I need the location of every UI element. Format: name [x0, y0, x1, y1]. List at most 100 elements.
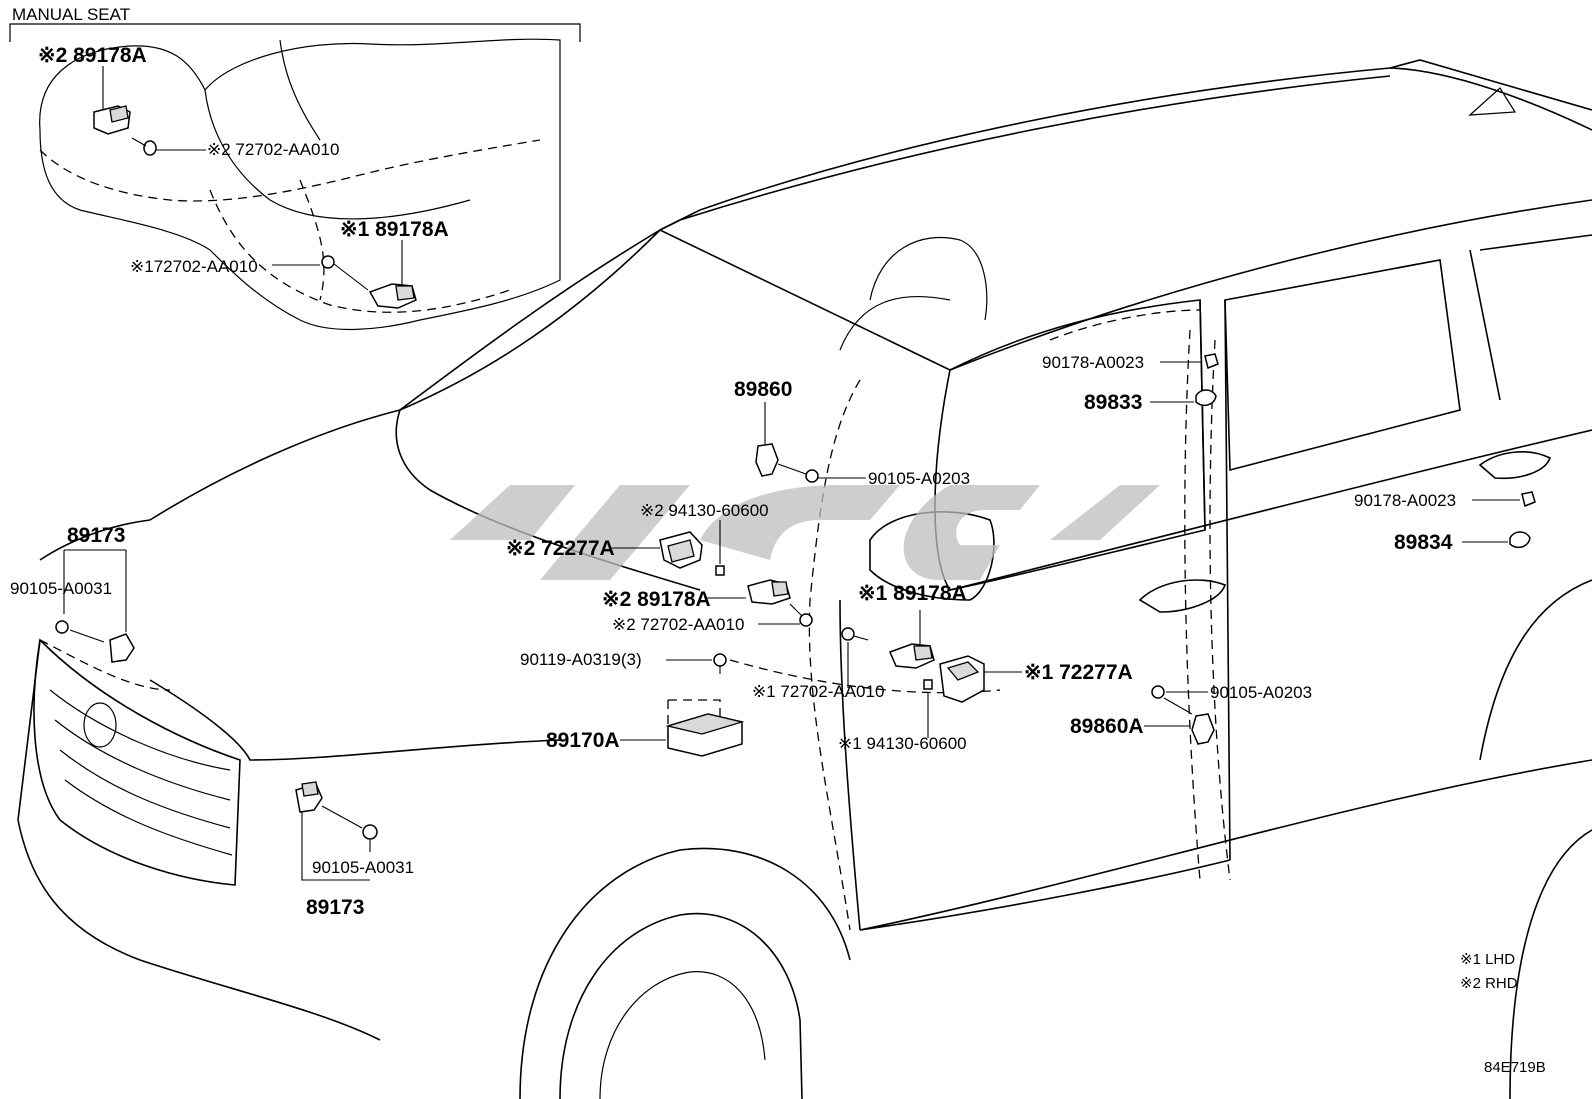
- front-left-leader: [63, 549, 127, 643]
- lhd-bracket-face-icon: [946, 661, 980, 681]
- front-sensor-left-label[interactable]: 89173: [67, 524, 125, 547]
- ecu-group: 90119-A0319(3) 89170A: [520, 650, 745, 757]
- seat-rhd-bolt-icon: [143, 140, 157, 156]
- front-right-leader: [301, 805, 371, 881]
- seat-lhd-bolt-icon: [321, 255, 335, 269]
- toyota-emblem: [83, 702, 117, 748]
- rhd-bracket-face-icon: [667, 539, 695, 563]
- seat-cushion-line: [204, 39, 471, 220]
- hood-panel-edge: [39, 409, 701, 591]
- roof-line: [699, 67, 1592, 371]
- front-wheel: [559, 912, 803, 1099]
- diagram-code: 84E719B: [1484, 1059, 1546, 1076]
- front-door-edge: [839, 599, 1231, 931]
- belt-line: [949, 429, 1592, 591]
- rocker-line: [859, 759, 1592, 931]
- antenna-fin: [1468, 87, 1517, 116]
- front-bolt-left-label[interactable]: 90105-A0031: [10, 579, 112, 598]
- seat-rhd-sensor-label[interactable]: ※2 89178A: [38, 44, 147, 67]
- side-bolt-b-label[interactable]: 90105-A0203: [1210, 683, 1312, 702]
- pillar-sensor-label[interactable]: 89833: [1084, 391, 1142, 414]
- rear-nut-label[interactable]: 90178-A0023: [1354, 491, 1456, 510]
- rear-sensor-icon: [1509, 531, 1531, 549]
- side-sensor-a-leader: [764, 402, 866, 479]
- side-sensor-b-icon: [1191, 713, 1215, 745]
- manual-seat-inset: MANUAL SEAT ※2 89178A ※2 72702-AA010 ※1 …: [9, 5, 581, 331]
- lhd-sensor-connector-icon: [913, 645, 933, 661]
- front-sensor-right-label[interactable]: 89173: [306, 896, 364, 919]
- pillar-sensor-group: 90178-A0023 89833: [1042, 353, 1219, 414]
- rear-quarter-window: [1469, 234, 1592, 401]
- seat-outline: [39, 38, 561, 331]
- rhd-nut-label[interactable]: ※2 94130-60600: [640, 501, 769, 520]
- front-right-bolt-icon: [362, 824, 378, 840]
- rear-leaders: [1462, 499, 1520, 543]
- lhd-nut-icon: [923, 679, 933, 690]
- legend: ※1 LHD ※2 RHD: [1460, 951, 1518, 992]
- rhd-bracket-label[interactable]: ※2 72277A: [506, 537, 615, 560]
- lhd-bracket-label[interactable]: ※1 72277A: [1024, 661, 1133, 684]
- seat-rhd-leader: [102, 66, 206, 151]
- lhd-bolt-label[interactable]: ※1 72702-AA010: [752, 682, 884, 701]
- ecu-bolt-label[interactable]: 90119-A0319(3): [520, 650, 642, 669]
- ecu-bolt-icon: [713, 653, 727, 667]
- legend-note-lhd: ※1 LHD: [1460, 951, 1515, 968]
- ecu-leaders: [620, 659, 712, 741]
- pillar-leaders: [1150, 361, 1202, 403]
- seat-rhd-bolt-label[interactable]: ※2 72702-AA010: [207, 140, 339, 159]
- side-sensor-a-group: 89860 90105-A0203: [734, 378, 970, 488]
- side-bolt-a-label[interactable]: 90105-A0203: [868, 469, 970, 488]
- lhd-nut-label[interactable]: ※1 94130-60600: [838, 734, 967, 753]
- seat-frame-dashed: [39, 139, 541, 313]
- side-sensor-b-label[interactable]: 89860A: [1070, 715, 1144, 738]
- front-seat-ghost: [839, 236, 988, 351]
- rear-sensor-group: 90178-A0023 89834: [1354, 491, 1536, 554]
- hidden-structure-dashed: [39, 309, 1231, 931]
- front-left-sensor-group: 89173 90105-A0031: [10, 524, 135, 663]
- side-bolt-a-icon: [805, 469, 819, 483]
- rear-wheel-arch: [1479, 579, 1592, 1099]
- rear-sensor-label[interactable]: 89834: [1394, 531, 1453, 554]
- grille-bars: [49, 689, 233, 856]
- side-window-rear: [1224, 259, 1461, 472]
- rhd-bolt-icon: [799, 613, 813, 627]
- front-wheel-arch: [519, 847, 851, 1099]
- seat-rhd-sensor-connector-icon: [109, 105, 129, 123]
- pillar-sensor-icon: [1195, 389, 1217, 407]
- front-right-sensor-connector-icon: [301, 781, 319, 797]
- side-sensor-b-leaders: [1144, 691, 1208, 727]
- rhd-center-group: ※2 94130-60600 ※2 72277A ※2 89178A ※2 72…: [506, 501, 813, 634]
- seat-lhd-sensor-label[interactable]: ※1 89178A: [340, 218, 449, 241]
- front-left-sensor-icon: [109, 633, 135, 663]
- inset-bracket: [9, 23, 581, 42]
- pillar-nut-icon: [1204, 353, 1219, 370]
- lhd-center-group: ※1 89178A ※1 72702-AA010 ※1 72277A ※1 94…: [752, 582, 1133, 753]
- front-wheel-inner: [599, 971, 766, 1099]
- front-door-handle: [1138, 579, 1226, 613]
- front-bumper: [17, 639, 381, 1041]
- windshield-frame: [399, 209, 951, 411]
- front-right-sensor-group: 90105-A0031 89173: [295, 781, 414, 919]
- lhd-leaders: [847, 610, 1022, 738]
- rhd-sensor-connector-icon: [771, 581, 789, 597]
- rear-nut-icon: [1521, 491, 1536, 508]
- front-left-bolt-icon: [55, 620, 69, 634]
- seat-lhd-sensor-connector-icon: [395, 285, 415, 301]
- lhd-bolt-icon: [841, 627, 855, 641]
- legend-note-rhd: ※2 RHD: [1460, 975, 1518, 992]
- section-title: MANUAL SEAT: [12, 5, 130, 24]
- rhd-bolt-label[interactable]: ※2 72702-AA010: [612, 615, 744, 634]
- headlight-outline: [149, 679, 561, 761]
- side-sensor-a-icon: [755, 443, 779, 477]
- ecu-label[interactable]: 89170A: [546, 729, 620, 752]
- pillar-nut-label[interactable]: 90178-A0023: [1042, 353, 1144, 372]
- rhd-leaders: [612, 520, 803, 625]
- seat-lhd-bolt-label[interactable]: ※172702-AA010: [130, 257, 258, 276]
- watermark-logo: [450, 485, 1160, 580]
- rhd-sensor-label[interactable]: ※2 89178A: [602, 588, 711, 611]
- side-sensor-a-label[interactable]: 89860: [734, 378, 792, 401]
- front-bolt-right-label[interactable]: 90105-A0031: [312, 858, 414, 877]
- b-pillar: [1199, 299, 1231, 861]
- lhd-sensor-label[interactable]: ※1 89178A: [858, 582, 967, 605]
